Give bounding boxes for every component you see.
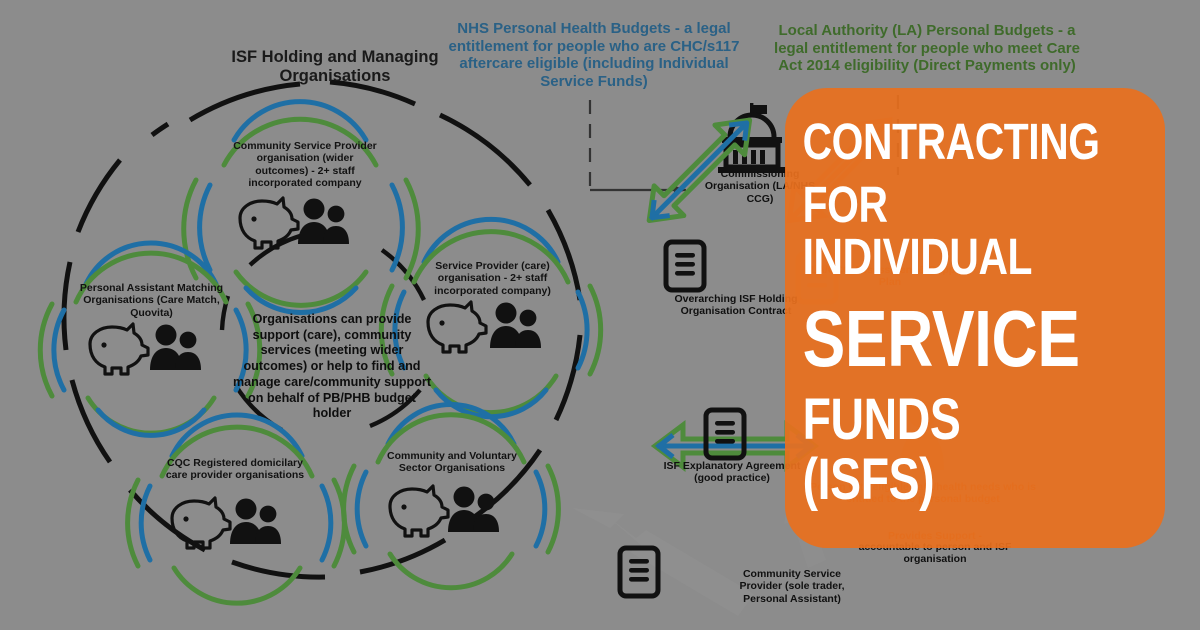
overlay-line-3: SERVICE — [802, 293, 1080, 383]
header-nhs-phb: NHS Personal Health Budgets - a legal en… — [448, 20, 740, 91]
document-icon-overarching — [666, 242, 704, 290]
overlay-line-1: CONTRACTING — [802, 113, 1100, 170]
node-personal-assistant-matching — [37, 240, 263, 438]
wheel-center-copy: Organisations can provide support (care)… — [232, 312, 432, 421]
label-overarching-contract: Overarching ISF Holding Organisation Con… — [674, 293, 798, 318]
label-community-service-provider: Community Service Provider organisation … — [233, 140, 377, 190]
arrow-overarching-contract — [646, 117, 753, 224]
outer-ring-arcs — [61, 79, 583, 580]
label-service-provider-care: Service Provider (care) organisation - 2… — [434, 260, 551, 297]
node-community-voluntary-sector — [341, 402, 561, 591]
node-community-service-provider — [181, 99, 421, 315]
header-la-personal-budgets: Local Authority (LA) Personal Budgets - … — [774, 22, 1080, 75]
overlay-line-2: FOR INDIVIDUAL — [802, 175, 1033, 286]
overlay-title-text: CONTRACTING FOR INDIVIDUAL SERVICE FUNDS… — [785, 113, 1100, 512]
header-isf-holding: ISF Holding and Managing Organisations — [231, 48, 439, 86]
label-community-voluntary-sector: Community and Voluntary Sector Organisat… — [387, 450, 517, 475]
node-service-provider-care — [378, 216, 604, 420]
overlay-title-card: CONTRACTING FOR INDIVIDUAL SERVICE FUNDS… — [785, 88, 1165, 548]
label-explanatory-agreement: ISF Explanatory Agreement (good practice… — [663, 460, 801, 485]
label-cqc-registered: CQC Registered domicilary care provider … — [165, 457, 305, 482]
label-community-provider-sole-trader: Community Service Provider (sole trader,… — [739, 568, 845, 605]
arrow-provides-support-grey — [572, 508, 754, 616]
overlay-line-4: FUNDS (ISFS) — [802, 386, 961, 512]
label-personal-assistant-matching: Personal Assistant Matching Organisation… — [79, 282, 224, 319]
